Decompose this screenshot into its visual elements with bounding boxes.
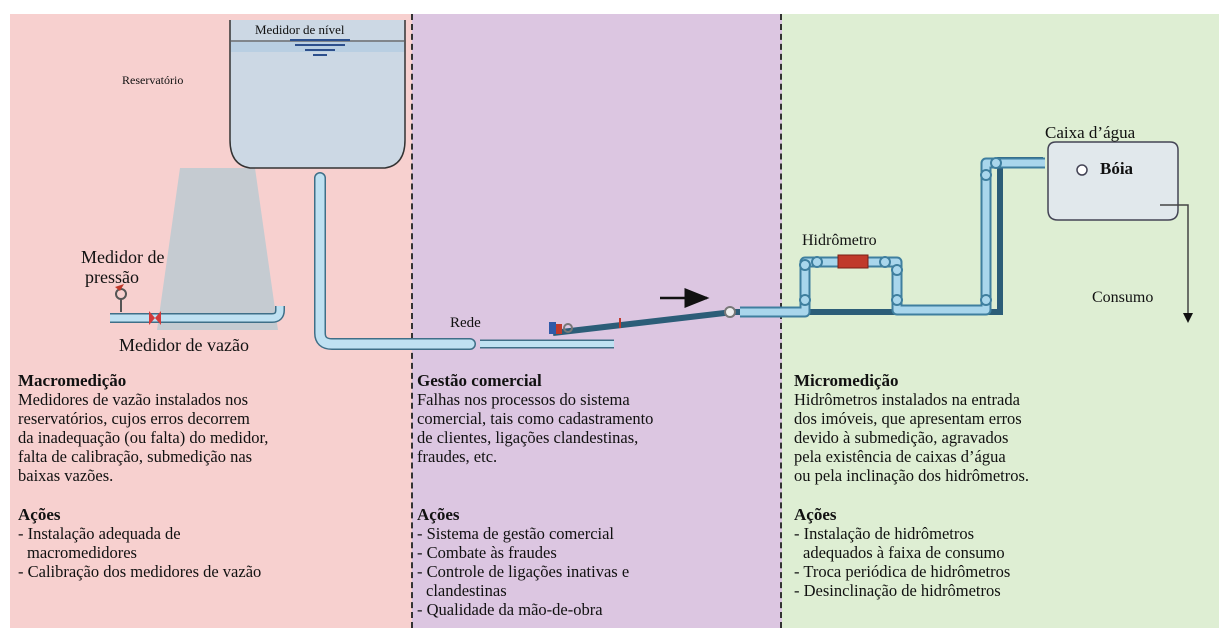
float-label: Bóia — [1100, 159, 1134, 178]
section-divider-2 — [780, 14, 782, 628]
description-line: pela existência de caixas d’água — [794, 447, 1006, 466]
inlet-pipe — [110, 306, 285, 323]
flow-meter-valve-icon — [149, 311, 161, 325]
actions-title: Ações — [18, 505, 61, 524]
actions-title: Ações — [794, 505, 837, 524]
gestao-comercial-panel — [412, 14, 782, 628]
section-title: Micromedição — [794, 371, 899, 390]
action-item: - Qualidade da mão-de-obra — [417, 600, 603, 619]
actions-list: - Instalação de hidrômetros adequados à … — [794, 524, 1029, 600]
water-tank-label: Caixa d’água — [1045, 123, 1136, 142]
micromedicao-section: Micromedição Hidrômetros instalados na e… — [794, 371, 1029, 600]
water-meter-label: Hidrômetro — [802, 232, 877, 249]
description-line: comercial, tais como cadastramento — [417, 409, 654, 428]
pressure-meter-icon — [115, 284, 127, 312]
macromedicao-section: Macromedição Medidores de vazão instalad… — [18, 371, 268, 581]
action-item: adequados à faixa de consumo — [803, 543, 1005, 562]
actions-title: Ações — [417, 505, 460, 524]
section-description: Falhas nos processos do sistema comercia… — [417, 390, 653, 466]
section-description: Medidores de vazão instalados nos reserv… — [18, 390, 268, 485]
action-item: - Instalação de hidrômetros — [794, 524, 975, 543]
action-item: - Troca periódica de hidrômetros — [794, 562, 1011, 581]
description-line: fraudes, etc. — [417, 447, 498, 466]
meter-pipe-loop — [740, 157, 1045, 318]
micromedicao-panel — [782, 14, 1219, 628]
description-line: dos imóveis, que apresentam erros — [794, 409, 1022, 428]
pressure-meter-label-line-2: pressão — [85, 267, 139, 287]
action-item: - Controle de ligações inativas e — [417, 562, 630, 581]
section-title: Gestão comercial — [417, 371, 542, 390]
description-line: de clientes, ligações clandestinas, — [417, 428, 639, 447]
service-pipe-fittings — [549, 306, 736, 334]
section-divider-1 — [411, 14, 413, 628]
network-label: Rede — [450, 315, 481, 331]
action-item: clandestinas — [426, 581, 507, 600]
actions-list: - Instalação adequada de macromedidores … — [18, 524, 268, 581]
water-meter-icon — [837, 254, 869, 269]
pressure-meter-label-line-1: Medidor de — [81, 247, 165, 267]
reservoir-label: Reservatório — [122, 73, 184, 87]
reservoir-tower — [157, 20, 406, 330]
action-item: - Calibração dos medidores de vazão — [18, 562, 262, 581]
section-description: Hidrômetros instalados na entrada dos im… — [794, 390, 1029, 485]
main-pipe — [314, 172, 614, 350]
action-item: - Desinclinação de hidrômetros — [794, 581, 1001, 600]
description-line: Hidrômetros instalados na entrada — [794, 390, 1020, 409]
water-tank-icon — [1047, 141, 1193, 323]
level-meter-label: Medidor de nível — [255, 22, 345, 37]
consumption-label: Consumo — [1092, 289, 1154, 306]
description-line: falta de calibração, submedição nas — [18, 447, 253, 466]
description-line: reservatórios, cujos erros decorrem — [18, 409, 250, 428]
flow-meter-label: Medidor de vazão — [119, 335, 249, 355]
description-line: baixas vazões. — [18, 466, 114, 485]
gestao-comercial-section: Gestão comercial Falhas nos processos do… — [417, 371, 653, 619]
description-line: ou pela inclinação dos hidrômetros. — [794, 466, 1030, 485]
action-item: - Sistema de gestão comercial — [417, 524, 615, 543]
action-item: - Combate às fraudes — [417, 543, 557, 562]
actions-list: - Sistema de gestão comercial - Combate … — [417, 524, 653, 619]
section-title: Macromedição — [18, 371, 127, 390]
description-line: devido à submedição, agravados — [794, 428, 1009, 447]
action-item: - Instalação adequada de — [18, 524, 181, 543]
description-line: Falhas nos processos do sistema — [417, 390, 630, 409]
action-item: macromedidores — [27, 543, 137, 562]
description-line: Medidores de vazão instalados nos — [18, 390, 249, 409]
pressure-meter-label: Medidor de pressão — [81, 247, 164, 287]
level-meter-icon — [290, 39, 350, 56]
description-line: da inadequação (ou falta) do medidor, — [18, 428, 269, 447]
